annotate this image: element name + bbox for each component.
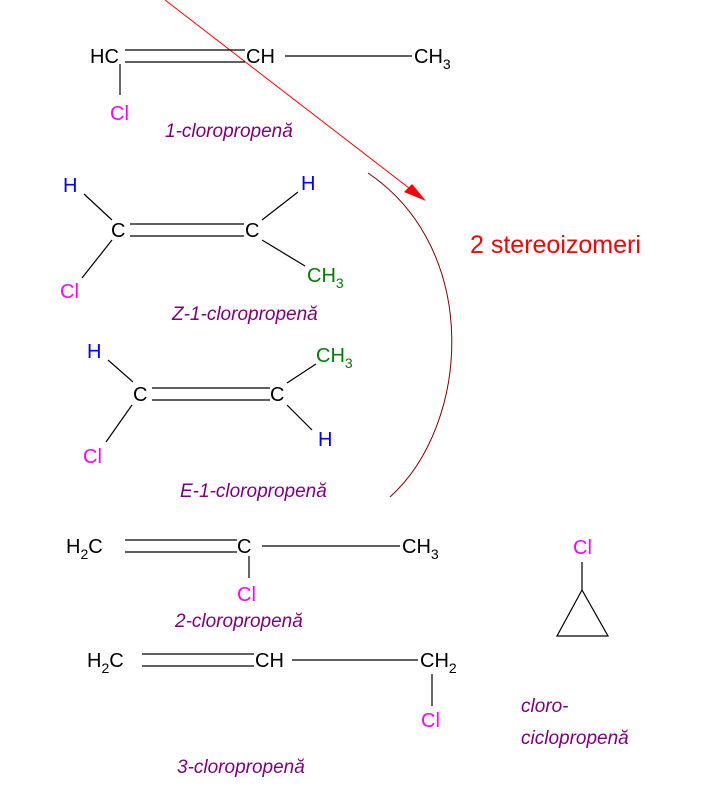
atom-c1: C [133,384,147,406]
red-arrow [164,0,426,201]
atom-h-right: H [301,173,315,195]
atom-c1: C [111,220,125,242]
atom-c: C [237,536,251,558]
name-e-isomer: E-1-cloropropenă [180,481,327,502]
atom-h-left: H [87,341,101,363]
atom-cl: Cl [60,281,79,303]
atom-cl: Cl [237,584,256,606]
atom-ch3: CH3 [316,345,353,371]
stereoisomers-label: 2 stereoizomeri [470,231,641,259]
name-z-isomer: Z-1-cloropropenă [171,304,318,325]
name-1-chloropropene: 1-cloropropenă [165,121,293,142]
atom-ch3: CH3 [414,46,451,72]
atom-cl: Cl [110,103,129,125]
name-2-chloropropene: 2-cloropropenă [174,611,303,632]
atom-cl: Cl [83,446,102,468]
name-cyclo-line1: cloro- [521,696,569,717]
atom-ch3: CH3 [307,265,344,291]
atom-h2c: H2C [66,536,103,562]
atom-ch: CH [246,46,275,68]
molecule-z-isomer: H C C H CH3 Cl Z-1-cloropropenă [60,173,344,325]
atom-hc: HC [90,46,119,68]
molecule-1-chloropropene: HC CH CH3 Cl 1-cloropropenă [90,46,451,142]
atom-c2: C [245,220,259,242]
bracket-arc [367,172,453,498]
atom-h-right: H [318,429,332,451]
atom-h2c: H2C [87,650,124,676]
name-3-chloropropene: 3-cloropropenă [177,757,305,778]
atom-h-left: H [63,175,77,197]
molecule-3-chloropropene: H2C CH CH2 Cl 3-cloropropenă [87,650,457,778]
molecule-chlorocyclopropane: Cl cloro- ciclopropenă [521,537,629,749]
atom-ch3: CH3 [402,536,439,562]
atom-ch2: CH2 [420,650,457,676]
name-cyclo-line2: ciclopropenă [521,728,629,749]
molecule-2-chloropropene: H2C C CH3 Cl 2-cloropropenă [66,536,439,632]
atom-c2: C [270,384,284,406]
atom-cl: Cl [573,537,592,559]
molecule-e-isomer: H C C CH3 Cl H E-1-cloropropenă [83,341,353,502]
atom-cl: Cl [421,710,440,732]
atom-ch: CH [255,650,284,672]
